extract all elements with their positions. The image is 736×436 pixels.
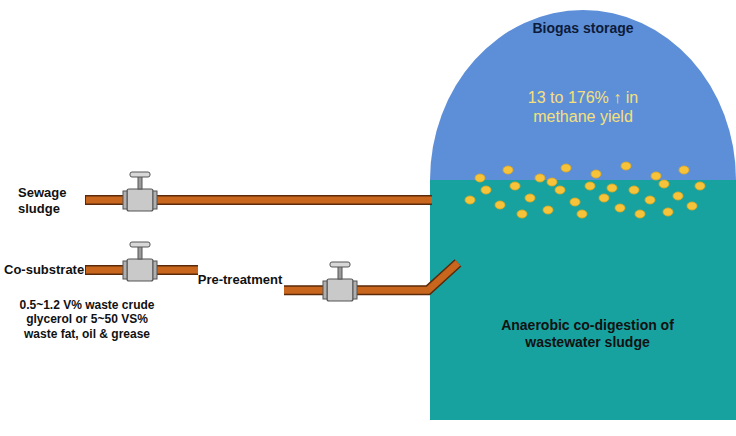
- gas-bubble: [651, 172, 661, 180]
- gas-bubble: [585, 182, 595, 190]
- co-substrate-note: 0.5~1.2 V% waste crude glycerol or 5~50 …: [14, 298, 160, 341]
- gas-bubble: [561, 164, 571, 172]
- gas-bubble: [629, 186, 639, 194]
- gas-dome: [430, 10, 736, 180]
- gas-bubble: [495, 201, 505, 209]
- node-shape: [430, 10, 736, 420]
- gas-bubble: [547, 178, 557, 186]
- gas-bubble: [645, 196, 655, 204]
- gas-bubble: [510, 182, 520, 190]
- gas-bubble: [621, 162, 631, 170]
- digester-body: [430, 180, 736, 420]
- gas-bubbles: [465, 162, 705, 218]
- gas-bubble: [475, 174, 485, 182]
- gas-bubble: [503, 166, 513, 174]
- valve-symbol: [123, 242, 157, 281]
- gas-bubble: [517, 210, 527, 218]
- gas-bubble: [535, 174, 545, 182]
- feed-label: Co-substrate: [4, 262, 94, 278]
- co-substrate-note-box: 0.5~1.2 V% waste crude glycerol or 5~50 …: [8, 292, 166, 388]
- gas-bubble: [663, 208, 673, 216]
- gas-bubble: [525, 194, 535, 202]
- valve-symbol: [123, 172, 157, 211]
- gas-bubble: [555, 186, 565, 194]
- gas-bubble: [543, 206, 553, 214]
- feed-label: Sewage sludge: [18, 185, 88, 218]
- node-shape: [455, 225, 720, 397]
- feed-pipe: [284, 263, 458, 290]
- pretreatment-tank: Pre-treatment: [188, 248, 292, 314]
- gas-bubble: [570, 198, 580, 206]
- tank-title: Biogas storage: [508, 20, 658, 37]
- gas-bubble: [659, 180, 669, 188]
- gas-bubble: [687, 202, 697, 210]
- gas-bubble: [481, 186, 491, 194]
- digestion-cylinder: Anaerobic co-digestion of wastewater slu…: [455, 225, 720, 397]
- methane-yield-note: 13 to 176% ↑ in methane yield: [500, 88, 666, 126]
- gas-bubble: [599, 194, 609, 202]
- gas-bubble: [577, 210, 587, 218]
- valve-symbol: [323, 262, 357, 301]
- gas-bubble: [695, 182, 705, 190]
- gas-bubble: [465, 196, 475, 204]
- gas-bubble: [673, 192, 683, 200]
- gas-bubble: [679, 166, 689, 174]
- gas-bubble: [607, 184, 617, 192]
- digestion-label: Anaerobic co-digestion of wastewater slu…: [470, 317, 705, 351]
- digester-tank: Biogas storage 13 to 176% ↑ in methane yi…: [430, 10, 736, 420]
- pretreatment-label: Pre-treatment: [188, 272, 292, 288]
- gas-bubble: [615, 204, 625, 212]
- gas-bubble: [591, 170, 601, 178]
- gas-bubble: [635, 210, 645, 218]
